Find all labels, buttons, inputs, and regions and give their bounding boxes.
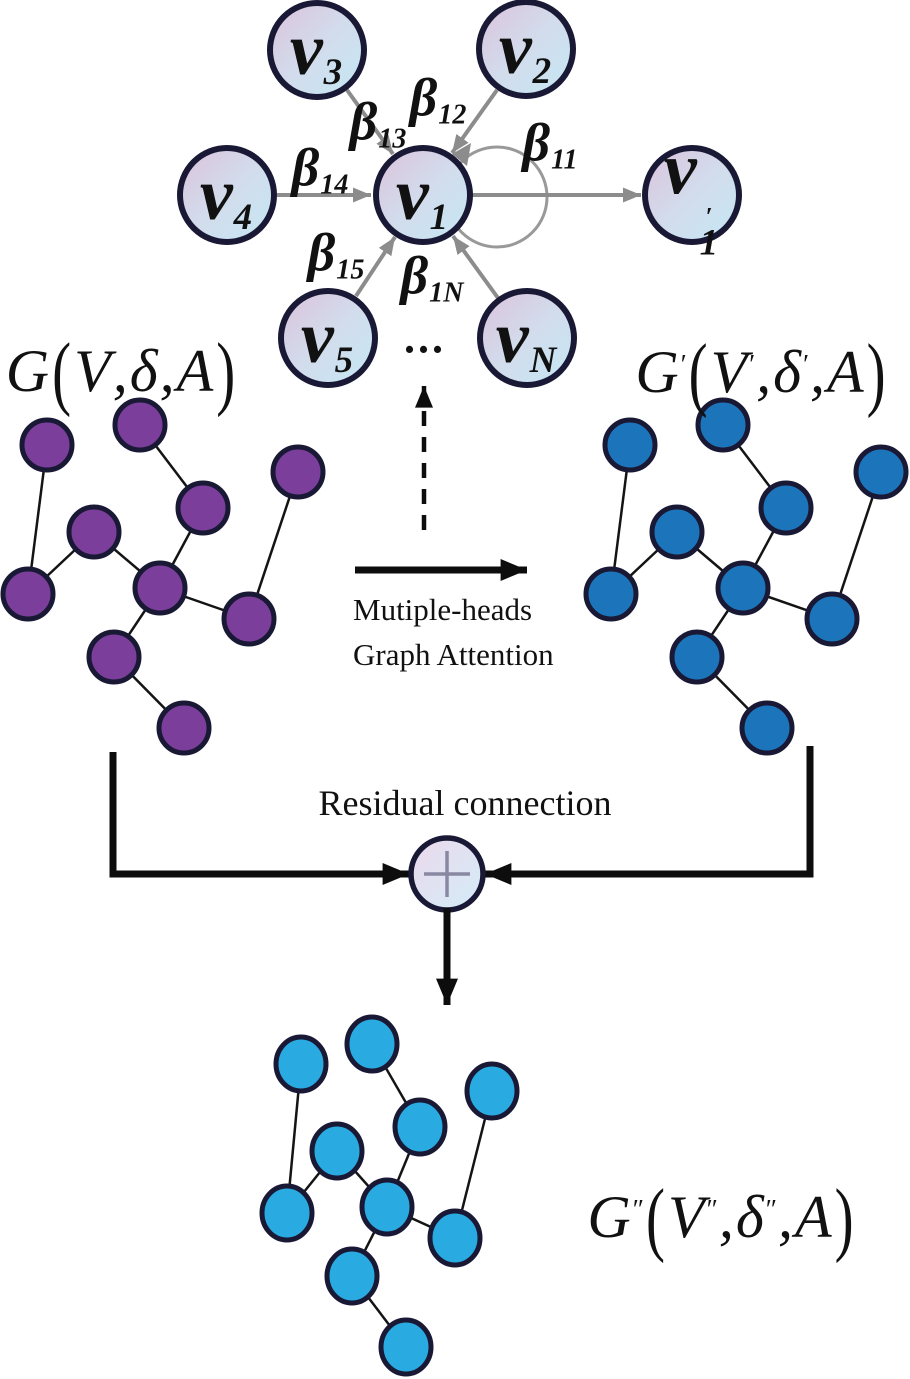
ellipsis: ... — [404, 313, 446, 363]
graph-node — [649, 504, 705, 560]
node-label-v4: v4 — [199, 153, 253, 239]
graph-node — [602, 417, 658, 473]
graph-node — [392, 1097, 448, 1157]
formula-output-graph: G″(V″,δ″,A) — [587, 1172, 854, 1265]
self-loop-arrowhead — [452, 143, 471, 166]
edge-v2-v1 — [450, 88, 499, 155]
graph-node — [378, 1317, 434, 1377]
node-label-vN: vN — [495, 296, 557, 382]
graph-node — [758, 480, 814, 536]
graph-node — [853, 444, 909, 500]
beta-label-15: β15 — [307, 222, 365, 286]
edge-vN-v1 — [451, 234, 500, 300]
formula-input-graph: G(V,δ,A) — [5, 326, 236, 419]
residual-left-line — [109, 752, 409, 885]
residual-right-line — [485, 746, 814, 885]
graph-node — [259, 1183, 315, 1243]
graph-node — [695, 397, 751, 453]
star-node-v3 — [267, 0, 367, 100]
graph-node — [270, 444, 326, 500]
graph-node — [132, 560, 188, 616]
graph-node — [739, 700, 795, 756]
input-graph — [0, 397, 326, 756]
graph-node — [427, 1208, 483, 1268]
graph-node — [66, 504, 122, 560]
node-label-v5: v5 — [300, 296, 354, 382]
node-label-v1-prime: v′1 — [663, 128, 719, 264]
graph-node — [669, 629, 725, 685]
attention-caption-line1: Mutiple-heads — [353, 592, 533, 627]
beta-label-1N: β1N — [400, 245, 464, 309]
graph-node — [112, 397, 168, 453]
graph-node — [344, 1014, 400, 1074]
star-node-v1 — [373, 145, 473, 245]
graph-node — [156, 700, 212, 756]
node-label-v1: v1 — [395, 153, 449, 239]
graph-node — [464, 1061, 520, 1121]
graph-node — [324, 1246, 380, 1306]
star-node-vN — [477, 288, 577, 388]
beta-label-11: β11 — [522, 112, 578, 176]
node-label-v3: v3 — [289, 8, 343, 94]
graph-node — [19, 417, 75, 473]
graph-node — [309, 1121, 365, 1181]
beta-label-14: β14 — [291, 137, 349, 201]
graph-node — [715, 560, 771, 616]
attention-caption-line2: Graph Attention — [353, 636, 554, 672]
residual-connection — [109, 746, 814, 1005]
graph-node — [175, 480, 231, 536]
graph-node — [86, 629, 142, 685]
edge-v5-v1 — [354, 235, 397, 298]
hidden-graph — [583, 397, 909, 756]
graph-node — [359, 1177, 415, 1237]
star-node-v4 — [177, 145, 277, 245]
star-graph — [177, 0, 742, 388]
graph-node — [221, 591, 277, 647]
star-node-v1prime — [642, 145, 742, 245]
attention-caption: Mutiple-heads Graph Attention — [353, 588, 554, 678]
beta-label-12: β12 — [409, 67, 467, 131]
edge-v3-v1 — [345, 88, 395, 156]
formula-hidden-graph: G′(V′,δ′,A) — [635, 327, 886, 420]
output-graph — [259, 1014, 520, 1377]
graph-node — [273, 1034, 329, 1094]
beta-label-13: β13 — [349, 91, 407, 155]
graph-node — [583, 566, 639, 622]
plus-icon — [424, 851, 470, 897]
graph-node — [0, 566, 56, 622]
graph-node — [804, 591, 860, 647]
residual-caption: Residual connection — [318, 783, 612, 823]
star-node-v5 — [278, 288, 378, 388]
star-node-v2 — [476, 0, 576, 99]
node-label-v2: v2 — [498, 7, 552, 93]
